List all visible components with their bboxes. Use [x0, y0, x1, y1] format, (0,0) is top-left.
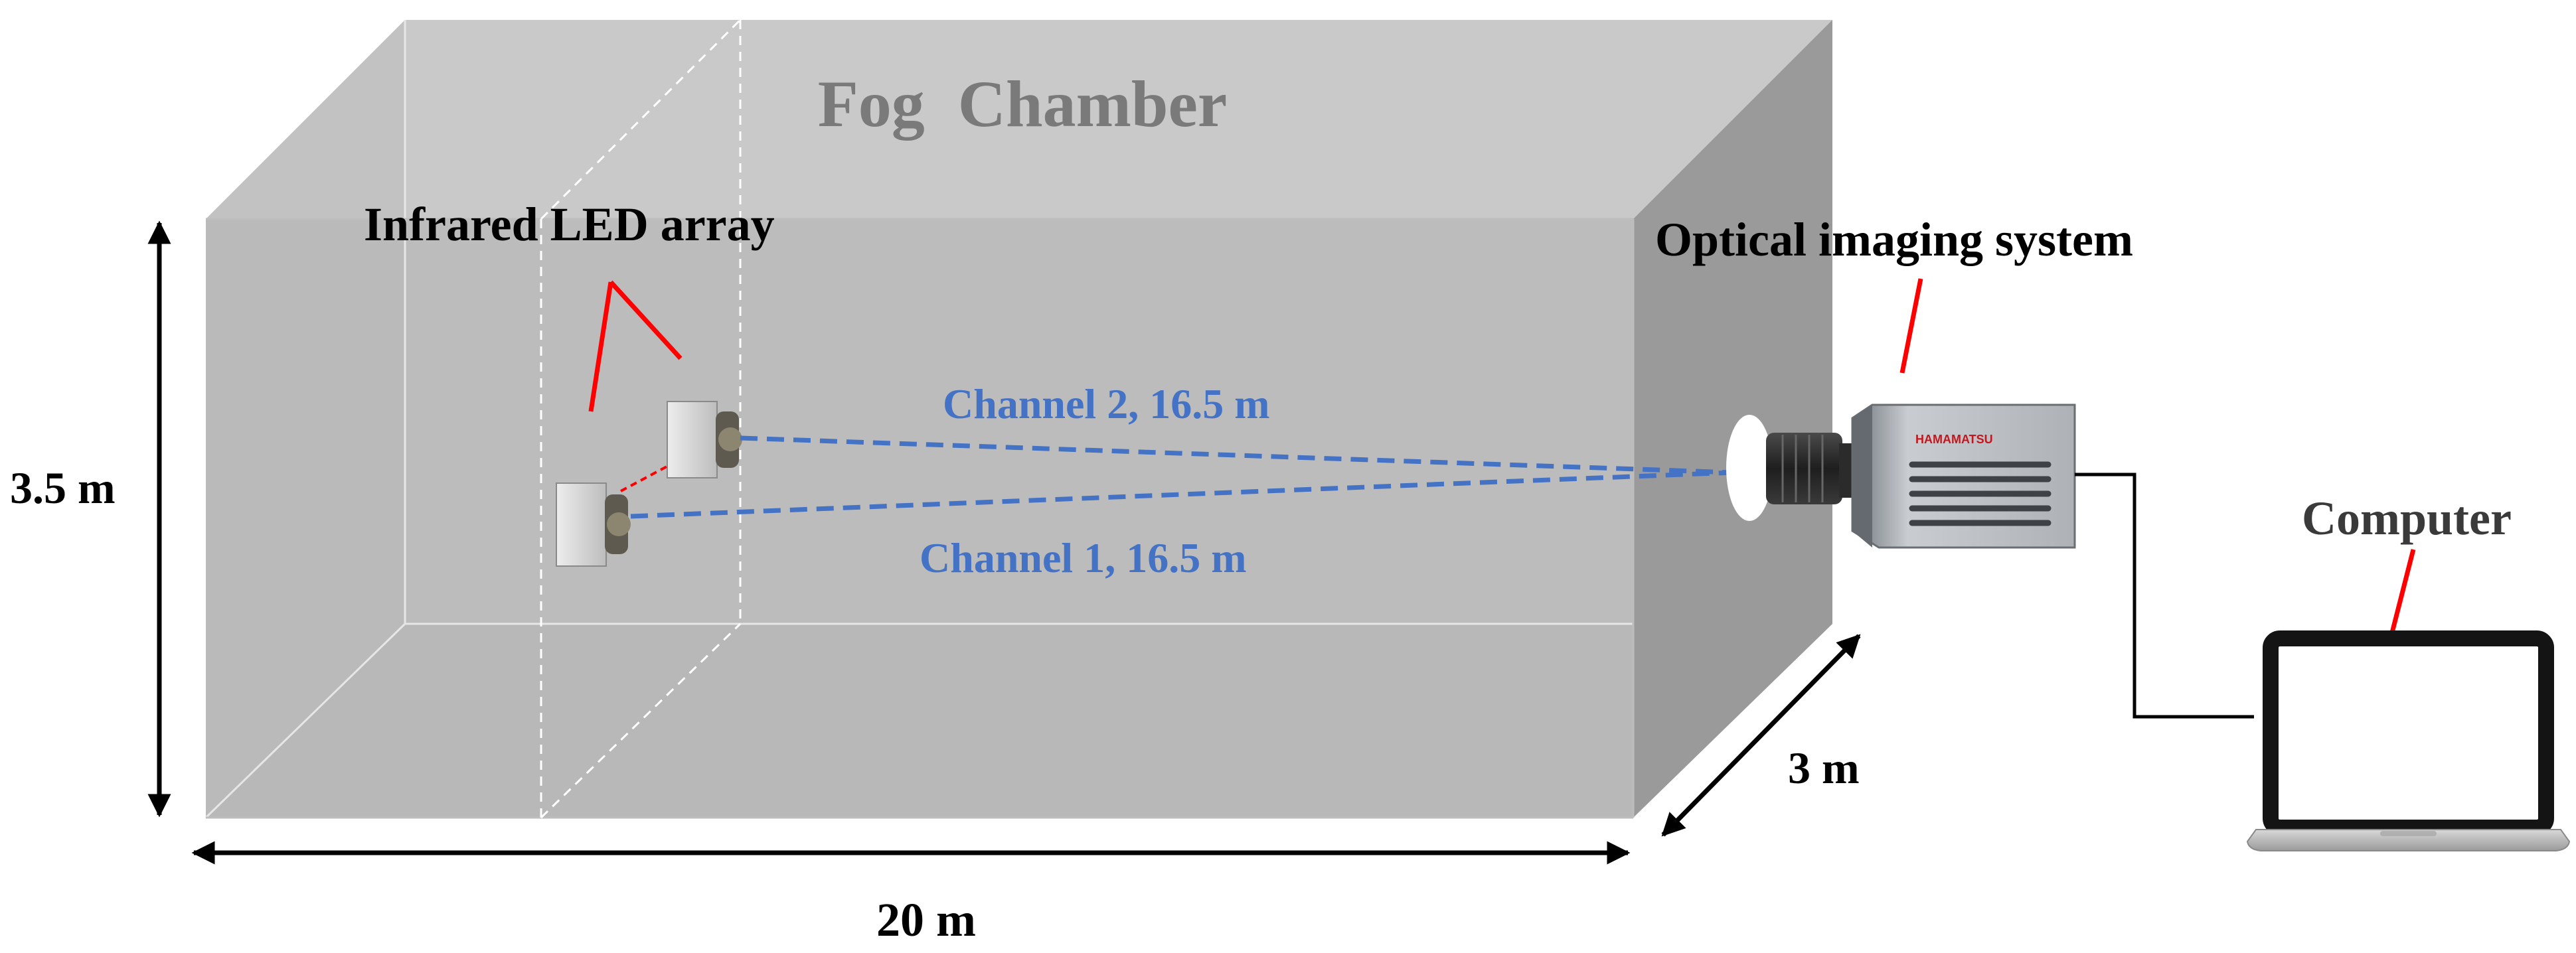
camera-vents: [1909, 461, 2052, 526]
channel-2-label: Channel 2, 16.5 m: [943, 380, 1270, 427]
camera: HAMAMATSU: [1726, 403, 2076, 549]
length-label: 20 m: [876, 893, 976, 946]
led-array-label: Infrared LED array: [364, 198, 775, 251]
laptop-base: [2246, 829, 2571, 851]
partition-plane: [540, 19, 742, 819]
imaging-system-label: Optical imaging system: [1655, 213, 2133, 266]
channel-1-line: [630, 470, 1733, 519]
chamber-front-face: [206, 219, 1633, 818]
channel-lines: [630, 435, 1733, 519]
depth-arrow: [1661, 634, 1861, 837]
depth-label: 3 m: [1788, 743, 1860, 793]
chamber-top-face: [206, 20, 1832, 219]
chamber-window: [1726, 415, 1773, 521]
chamber-side-face: [1633, 20, 1832, 818]
camera-lens: [1766, 433, 1842, 504]
led-emitter-2: [667, 401, 742, 478]
laptop-screen: [2263, 630, 2554, 836]
led-link: [620, 463, 671, 492]
height-label: 3.5 m: [10, 463, 116, 513]
imaging-pointer: [1899, 278, 1923, 374]
edge: [204, 623, 406, 819]
led-emitter-1: [556, 482, 631, 567]
computer-pointer: [2387, 549, 2416, 641]
computer-label: Computer: [2302, 492, 2512, 545]
channel-2-line: [740, 435, 1733, 475]
fog-chamber: [204, 19, 1832, 819]
camera-cable: [2075, 473, 2254, 719]
led-pointer: [588, 280, 683, 412]
camera-brand: HAMAMATSU: [1915, 433, 1993, 446]
channel-1-label: Channel 1, 16.5 m: [920, 534, 1247, 581]
laptop: [2246, 630, 2571, 851]
chamber-title: Fog Chamber: [818, 67, 1228, 141]
